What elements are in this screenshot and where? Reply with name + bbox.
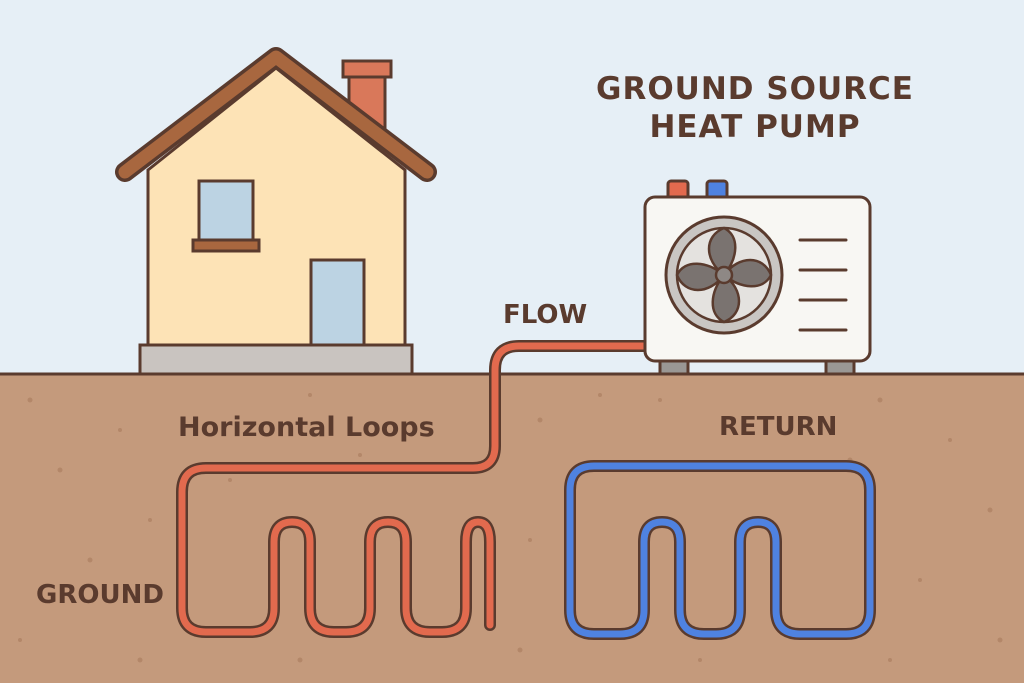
house-roof-fill (118, 50, 434, 179)
house-icon (115, 47, 437, 376)
unit-vent-lines (798, 238, 848, 332)
house-door (309, 258, 366, 347)
return-pipe (564, 460, 876, 640)
ground-label: GROUND (36, 580, 164, 610)
flow-label: FLOW (503, 300, 588, 330)
horizontal-loops-label: Horizontal Loops (178, 412, 435, 443)
heat-pump-unit-icon (643, 179, 872, 376)
flow-pipe (176, 340, 651, 638)
return-label: RETURN (719, 412, 838, 442)
house-window (197, 179, 255, 242)
fan-icon (664, 215, 784, 335)
house-window-sill (191, 238, 261, 253)
diagram-title-line-1: GROUND SOURCE (596, 71, 914, 107)
diagram-title: GROUND SOURCE HEAT PUMP (560, 70, 950, 146)
house-chimney-cap (341, 59, 393, 79)
diagram-title-line-2: HEAT PUMP (649, 109, 861, 145)
house-foundation (138, 343, 414, 376)
